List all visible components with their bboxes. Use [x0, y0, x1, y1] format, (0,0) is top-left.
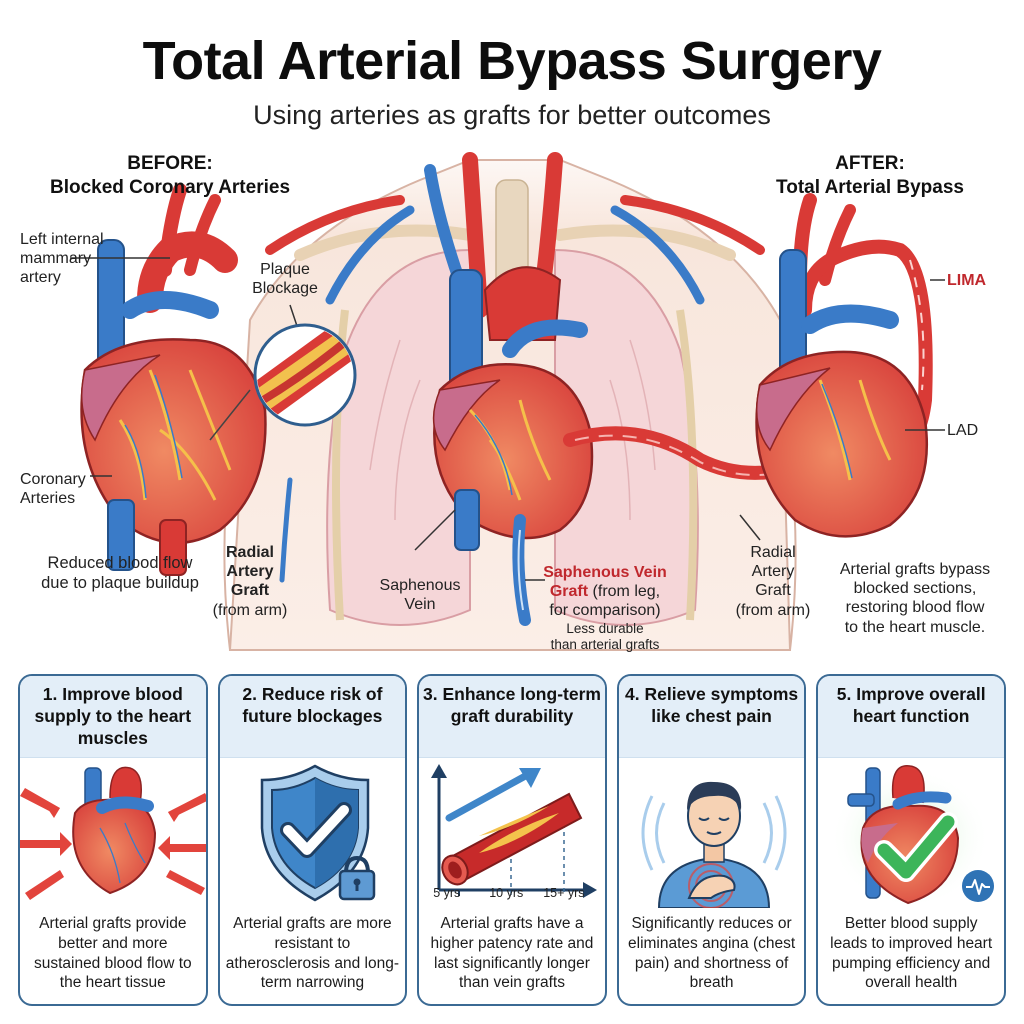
plaque-label-line1: Plaque	[260, 261, 310, 278]
svg-label-rest2: for comparison)	[549, 602, 661, 620]
benefit-card-4: 4. Relieve symptoms like chest pain Sign	[616, 674, 807, 1006]
after-caption-line1: Arterial grafts bypass	[839, 561, 991, 578]
shield-check-lock-icon	[220, 758, 406, 908]
anatomy-illustration	[70, 152, 945, 651]
benefit-card-2: 2. Reduce risk of future blockages Arter…	[217, 674, 408, 1006]
saphenous-vein-line1: Saphenous	[379, 577, 461, 594]
radial-left-line2: Artery	[226, 563, 274, 581]
center-heart	[432, 266, 594, 626]
radial-right-line2: Artery	[751, 563, 795, 581]
benefit-card-text: Arterial grafts have a higher patency ra…	[430, 915, 594, 992]
lima-label-before: Left internal mammary artery	[20, 230, 104, 288]
saphenous-vein-label: Saphenous Vein	[375, 576, 465, 614]
benefit-card-3: 3. Enhance long-term graft durability 5 …	[417, 674, 607, 1006]
radial-left-line1: Radial	[225, 544, 274, 561]
before-caption: Reduced blood flow due to plaque buildup	[20, 554, 220, 594]
page-subtitle: Using arteries as grafts for better outc…	[253, 100, 771, 130]
after-caption-line3: restoring blood flow	[845, 599, 985, 617]
person-chest-relief-icon	[619, 758, 805, 908]
anatomy-scene: BEFORE: Blocked Coronary Arteries Left i…	[0, 140, 1024, 660]
saphenous-vein-line2: Vein	[404, 596, 436, 614]
benefit-card-text: Arterial grafts are more resistant to at…	[225, 915, 399, 992]
after-caption-line2: blocked sections,	[853, 580, 977, 598]
benefit-card-title: 5. Improve overall heart function	[818, 676, 1004, 758]
after-heading-line1: AFTER:	[835, 153, 905, 174]
lima-label-line3: artery	[20, 269, 61, 287]
lima-label-after: LIMA	[947, 272, 987, 289]
benefit-card-title: 3. Enhance long-term graft durability	[419, 676, 605, 758]
radial-artery-graft-left-label: Radial Artery Graft (from arm)	[205, 543, 295, 620]
benefit-card-title: 4. Relieve symptoms like chest pain	[618, 676, 805, 758]
svg-note-line1: Less durable	[566, 620, 644, 636]
after-caption: Arterial grafts bypass blocked sections,…	[820, 560, 1010, 637]
axis-tick-10yrs: 10 yrs	[489, 886, 524, 900]
svg-label-red: Saphenous Vein	[543, 564, 667, 581]
page-title: Total Arterial Bypass Surgery	[142, 31, 882, 91]
benefit-card-text: Better blood supply leads to improved he…	[830, 915, 993, 992]
svg-note-line2: than arterial grafts	[550, 636, 660, 652]
axis-tick-5yrs: 5 yrs	[433, 886, 461, 900]
benefit-card-5: 5. Improve overall heart function	[816, 674, 1006, 1006]
lima-label-line2: mammary	[20, 250, 92, 268]
benefit-card-text: Significantly reduces or eliminates angi…	[628, 915, 796, 992]
benefit-card-text: Arterial grafts provide better and more …	[33, 915, 192, 992]
after-heading-line2: Total Arterial Bypass	[776, 176, 964, 198]
saphenous-vein-graft-label: Saphenous Vein Graft (from leg, for comp…	[535, 563, 675, 653]
after-heading: AFTER: Total Arterial Bypass	[740, 152, 1000, 200]
radial-left-line4: (from arm)	[212, 601, 288, 619]
lima-label-line1: Left internal	[20, 231, 104, 248]
benefit-card-1: 1. Improve blood supply to the heart mus…	[18, 674, 208, 1006]
graft-durability-graph-icon: 5 yrs 10 yrs 15+ yrs	[419, 758, 605, 908]
radial-artery-left-vessel	[279, 477, 293, 583]
svg-label-rest: (from leg,	[592, 583, 661, 601]
plaque-magnifier	[209, 304, 357, 441]
benefit-card-title: 2. Reduce risk of future blockages	[219, 676, 406, 758]
coronary-arteries-label: Coronary Arteries	[20, 470, 86, 508]
radial-right-line3: Graft	[755, 582, 791, 600]
before-caption-line2: due to plaque buildup	[41, 573, 199, 592]
heart-checkmark-icon	[818, 758, 1004, 908]
heart-with-inflow-arrows-icon	[20, 758, 206, 908]
lad-label: LAD	[947, 422, 979, 439]
axis-tick-15yrs: 15+ yrs	[543, 886, 585, 900]
after-caption-line4: to the heart muscle.	[844, 618, 986, 636]
before-heading: BEFORE: Blocked Coronary Arteries	[30, 152, 310, 200]
before-caption-line1: Reduced blood flow	[47, 554, 193, 572]
radial-right-line4: (from arm)	[735, 601, 811, 619]
radial-right-line1: Radial	[750, 544, 796, 561]
benefits-row: 1. Improve blood supply to the heart mus…	[18, 674, 1006, 1006]
before-heading-line1: BEFORE:	[127, 153, 213, 174]
plaque-label-line2: Blockage	[252, 280, 318, 298]
before-heart	[80, 183, 267, 576]
plaque-blockage-label: Plaque Blockage	[240, 260, 330, 298]
before-heading-line2: Blocked Coronary Arteries	[49, 176, 291, 198]
benefit-card-title: 1. Improve blood supply to the heart mus…	[20, 676, 206, 758]
after-heart	[755, 193, 933, 538]
svg-label-red2: Graft	[549, 583, 589, 601]
leader-lines	[70, 257, 945, 581]
radial-artery-graft-right-label: Radial Artery Graft (from arm)	[728, 543, 818, 620]
coronary-label-line1: Coronary	[20, 471, 86, 488]
radial-left-line3: Graft	[230, 582, 270, 600]
coronary-label-line2: Arteries	[20, 490, 76, 508]
